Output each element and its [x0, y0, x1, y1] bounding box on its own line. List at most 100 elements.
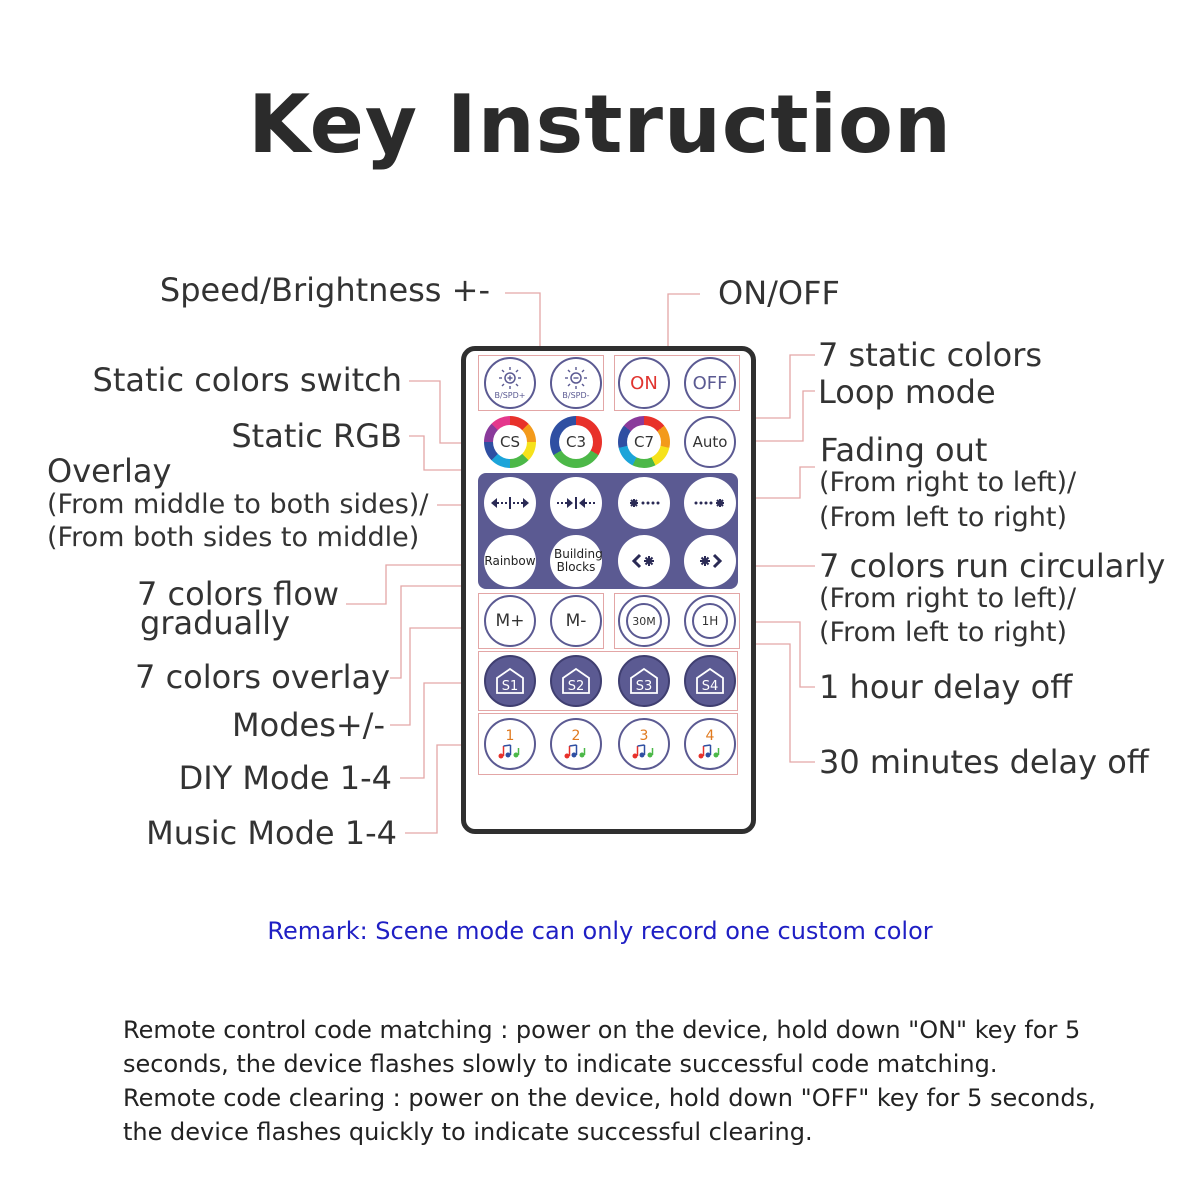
label-static-rgb: Static RGB	[231, 417, 402, 455]
run-left-button[interactable]	[618, 535, 670, 587]
rainbow-button-label: Rainbow	[484, 553, 536, 568]
building-blocks-label: Building Blocks	[554, 547, 603, 574]
house-icon	[562, 667, 590, 694]
on-button-label: ON	[630, 372, 658, 394]
label-fading-out: Fading out	[820, 431, 988, 469]
auto-button[interactable]: Auto	[684, 416, 736, 468]
diy-s1-button[interactable]: S1	[484, 655, 536, 707]
on-button[interactable]: ON	[618, 357, 670, 409]
label-flow-line1: 7 colors flow	[137, 575, 340, 613]
timer-1h-label: 1H	[692, 603, 728, 639]
timer-1h-button[interactable]: 1H	[684, 595, 736, 647]
c3-button-label: C3	[559, 425, 593, 459]
label-modes: Modes+/-	[232, 706, 385, 744]
leader-speed	[505, 292, 541, 357]
chevrons-out-icon	[700, 553, 723, 569]
cs-button[interactable]: CS	[484, 416, 536, 468]
diy-s1-label: S1	[501, 679, 519, 694]
remark-text: Remark: Scene mode can only record one c…	[267, 917, 933, 945]
overlay-in-button[interactable]	[550, 477, 602, 529]
label-overlay-sub1: (From middle to both sides)/	[47, 489, 429, 520]
diy-s4-button[interactable]: S4	[684, 655, 736, 707]
dots-left-icon	[694, 499, 724, 507]
music-notes-icon	[698, 744, 720, 759]
off-button-label: OFF	[692, 372, 728, 394]
label-flow-line2: gradually	[140, 604, 290, 642]
instruction-code-clearing: Remote code clearing : power on the devi…	[123, 1084, 1096, 1146]
group-box-power	[614, 355, 740, 411]
c3-button[interactable]: C3	[550, 416, 602, 468]
overlay-out-button[interactable]	[484, 477, 536, 529]
label-colors-overlay: 7 colors overlay	[135, 658, 390, 696]
mode-minus-button[interactable]: M-	[550, 595, 602, 647]
music-3-label: 3	[639, 728, 649, 744]
label-fading-sub1: (From right to left)/	[819, 467, 1077, 498]
leader-one-hour	[738, 621, 815, 688]
building-blocks-button[interactable]: Building Blocks	[550, 535, 603, 587]
brightness-down-label: B/SPD-	[562, 391, 590, 400]
leader-music	[405, 744, 479, 834]
music-2-button[interactable]: 2	[550, 718, 602, 770]
leader-modes	[390, 627, 480, 726]
label-music: Music Mode 1-4	[146, 814, 397, 852]
label-one-hour: 1 hour delay off	[819, 668, 1073, 706]
c7-button[interactable]: C7	[618, 416, 670, 468]
label-run-circularly: 7 colors run circularly	[819, 547, 1166, 585]
music-notes-icon	[564, 744, 586, 759]
run-right-button[interactable]	[684, 535, 736, 587]
music-4-label: 4	[705, 728, 715, 744]
label-seven-static-colors: 7 static colors	[818, 336, 1043, 374]
diy-s3-label: S3	[635, 679, 653, 694]
diy-s3-button[interactable]: S3	[618, 655, 670, 707]
group-box-brightness	[478, 355, 604, 411]
chevrons-in-icon	[631, 553, 654, 569]
brightness-down-button[interactable]: B/SPD-	[550, 357, 602, 409]
label-fading-sub2: (From left to right)	[819, 502, 1067, 533]
brightness-up-button[interactable]: B/SPD+	[484, 357, 536, 409]
arrows-out-icon	[491, 497, 529, 509]
music-notes-icon	[498, 744, 520, 759]
leader-fading	[738, 466, 815, 499]
label-overlay-sub2: (From both sides to middle)	[47, 522, 420, 553]
label-static-colors-switch: Static colors switch	[92, 361, 402, 399]
group-box-modes	[478, 593, 604, 649]
label-speed-brightness: Speed/Brightness +-	[159, 271, 490, 309]
leader-onoff	[667, 293, 700, 357]
leader-flow	[346, 564, 484, 605]
label-on-off: ON/OFF	[718, 274, 840, 312]
mode-plus-label: M+	[495, 610, 525, 631]
fade-left-button[interactable]	[618, 477, 670, 529]
music-2-label: 2	[571, 728, 581, 744]
rainbow-button[interactable]: Rainbow	[484, 535, 536, 587]
leader-loop	[738, 390, 815, 442]
music-1-button[interactable]: 1	[484, 718, 536, 770]
music-3-button[interactable]: 3	[618, 718, 670, 770]
page-title: Key Instruction	[248, 78, 952, 171]
group-box-timers	[614, 593, 740, 649]
label-run-sub2: (From left to right)	[819, 617, 1067, 648]
dots-right-icon	[630, 499, 660, 507]
music-4-button[interactable]: 4	[684, 718, 736, 770]
label-run-sub1: (From right to left)/	[819, 583, 1077, 614]
diy-s4-label: S4	[701, 679, 719, 694]
mode-plus-button[interactable]: M+	[484, 595, 536, 647]
instructions: Remote control code matching : power on …	[123, 1013, 1103, 1149]
fade-right-button[interactable]	[684, 477, 736, 529]
timer-30m-button[interactable]: 30M	[618, 595, 670, 647]
group-box-diy	[478, 651, 738, 711]
auto-button-label: Auto	[692, 432, 728, 451]
leader-diy	[400, 682, 483, 779]
label-overlay: Overlay	[47, 452, 172, 490]
cs-button-label: CS	[493, 425, 527, 459]
house-icon	[696, 667, 724, 694]
off-button[interactable]: OFF	[684, 357, 736, 409]
label-thirty-min: 30 minutes delay off	[819, 743, 1149, 781]
brightness-up-label: B/SPD+	[494, 391, 526, 400]
music-1-label: 1	[505, 728, 515, 744]
diy-s2-button[interactable]: S2	[550, 655, 602, 707]
label-loop-mode: Loop mode	[818, 373, 996, 411]
music-notes-icon	[632, 744, 654, 759]
house-icon	[630, 667, 658, 694]
group-box-music	[478, 713, 738, 775]
house-icon	[496, 667, 524, 694]
